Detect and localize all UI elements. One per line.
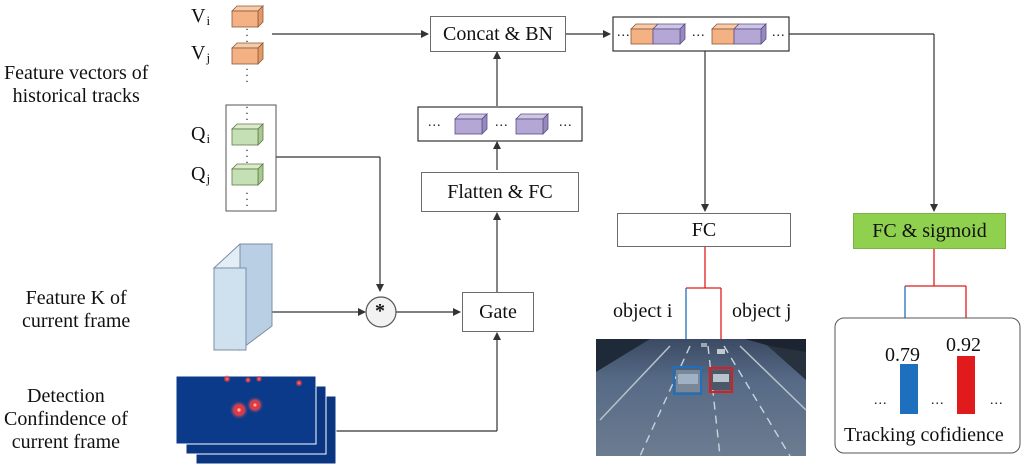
fc-block: FC	[617, 213, 791, 247]
fc-sigmoid-block: FC & sigmoid	[853, 213, 1006, 249]
confidence-bars	[900, 356, 975, 414]
confidence-bar-j	[957, 356, 975, 414]
detection-line2: Confindence of	[4, 408, 128, 430]
detection-heatmap-stack	[175, 375, 337, 465]
concat-bar-ellipsis-2: ...	[692, 25, 706, 40]
confidence-value-j: 0.92	[946, 334, 981, 356]
concat-bar-ellipsis-1: ...	[617, 25, 631, 40]
confidence-ellipsis-2: ...	[931, 393, 945, 408]
q-j-label: Qj	[191, 163, 211, 186]
feature-vectors-line1: Feature vectors of	[4, 62, 149, 84]
object-j-bbox	[709, 367, 733, 393]
concat-bar-ellipsis-3: ...	[772, 25, 786, 40]
feature-vectors-line2: historical tracks	[12, 85, 140, 107]
concat-bn-block: Concat & BN	[430, 16, 566, 52]
feature-k-line2: current frame	[22, 310, 131, 332]
flat-bar-ellipsis-2: ...	[495, 115, 509, 130]
flatten-fc-block: Flatten & FC	[421, 172, 579, 212]
confidence-bar-i	[900, 364, 918, 414]
v-j-label: Vj	[191, 42, 211, 65]
tracking-confidence-caption: Tracking cofidience	[844, 424, 1004, 446]
gate-block: Gate	[462, 292, 534, 332]
v-vdots-2: ···	[245, 62, 249, 88]
confidence-ellipsis-3: ...	[990, 393, 1004, 408]
feature-k-line1: Feature K of	[25, 287, 127, 309]
q-vector-cubes	[231, 123, 264, 186]
q-vdots-3: ···	[245, 186, 249, 212]
q-vdots-2: ···	[245, 143, 249, 169]
flat-bar-ellipsis-3: ...	[559, 115, 573, 130]
multiply-node	[365, 296, 397, 328]
tracking-confidence-panel	[834, 317, 1021, 454]
flat-feature-cubes	[454, 113, 549, 135]
multiply-symbol: *	[375, 300, 385, 322]
object-i-bbox	[673, 366, 702, 395]
q-vdots-1: ···	[245, 100, 249, 126]
confidence-value-i: 0.79	[885, 344, 920, 366]
object-j-label: object j	[732, 300, 792, 322]
concat-feature-cubes	[630, 23, 767, 45]
confidence-ellipsis-1: ...	[874, 393, 888, 408]
detection-line1: Detection	[27, 385, 105, 407]
q-i-label: Qi	[191, 123, 211, 146]
road-scene-image	[596, 339, 807, 457]
flat-bar-ellipsis-1: ...	[428, 115, 442, 130]
feature-k-block	[212, 243, 274, 351]
v-vector-cubes	[231, 5, 264, 65]
feature-vectors-label: Feature vectors of historical tracks	[4, 62, 148, 108]
flat-feature-bar	[417, 106, 583, 142]
feature-k-label: Feature K of current frame	[22, 287, 130, 333]
detection-label: Detection Confindence of current frame	[4, 385, 128, 454]
v-vdots-1: ···	[245, 22, 249, 48]
q-vector-container	[225, 104, 277, 212]
object-i-label: object i	[613, 300, 673, 322]
detection-line3: current frame	[11, 431, 121, 453]
v-i-label: Vi	[191, 5, 211, 28]
